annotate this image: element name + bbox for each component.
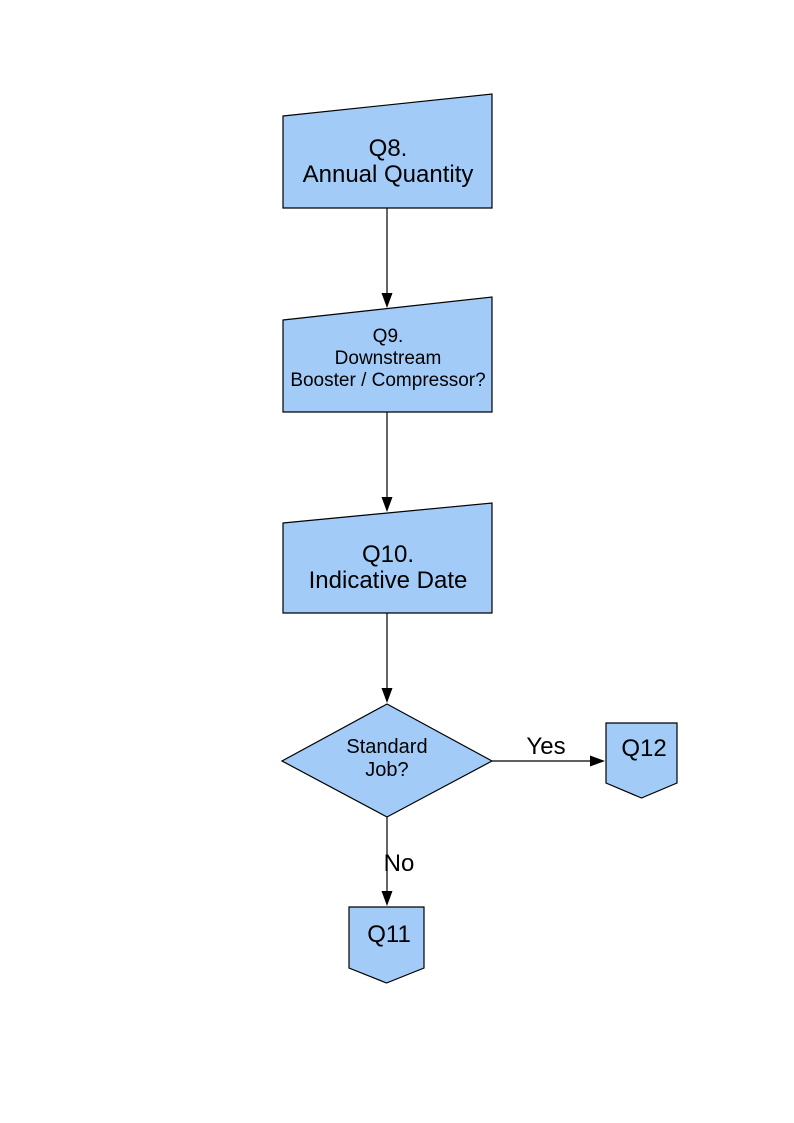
connectors xyxy=(381,208,605,906)
edge-label-no: No xyxy=(383,850,415,877)
node-q12-label: Q12 xyxy=(621,735,667,762)
node-q9-label: Q9. Downstream Booster / Compressor? xyxy=(290,326,486,391)
node-q8-shape xyxy=(282,93,493,209)
node-decision-label: Standard Job? xyxy=(346,736,428,781)
arrowhead-q9-q10-icon xyxy=(381,497,393,512)
node-q9-shape xyxy=(282,296,493,413)
arrowhead-decision-q12-icon xyxy=(590,755,605,767)
arrowhead-q8-q9-icon xyxy=(381,293,393,308)
edge-label-yes: Yes xyxy=(526,733,566,760)
node-q12-shape xyxy=(605,722,678,799)
node-q10-label: Q10. Indicative Date xyxy=(308,541,468,594)
node-q11-shape xyxy=(348,906,425,984)
arrowhead-q10-decision-icon xyxy=(381,688,393,703)
arrowhead-decision-q11-icon xyxy=(381,891,393,906)
node-decision-shape xyxy=(280,703,494,818)
node-q8-label: Q8. Annual Quantity xyxy=(302,135,474,188)
node-q10-shape xyxy=(282,502,493,614)
nodes xyxy=(280,93,678,984)
node-q11-label: Q11 xyxy=(367,921,411,948)
